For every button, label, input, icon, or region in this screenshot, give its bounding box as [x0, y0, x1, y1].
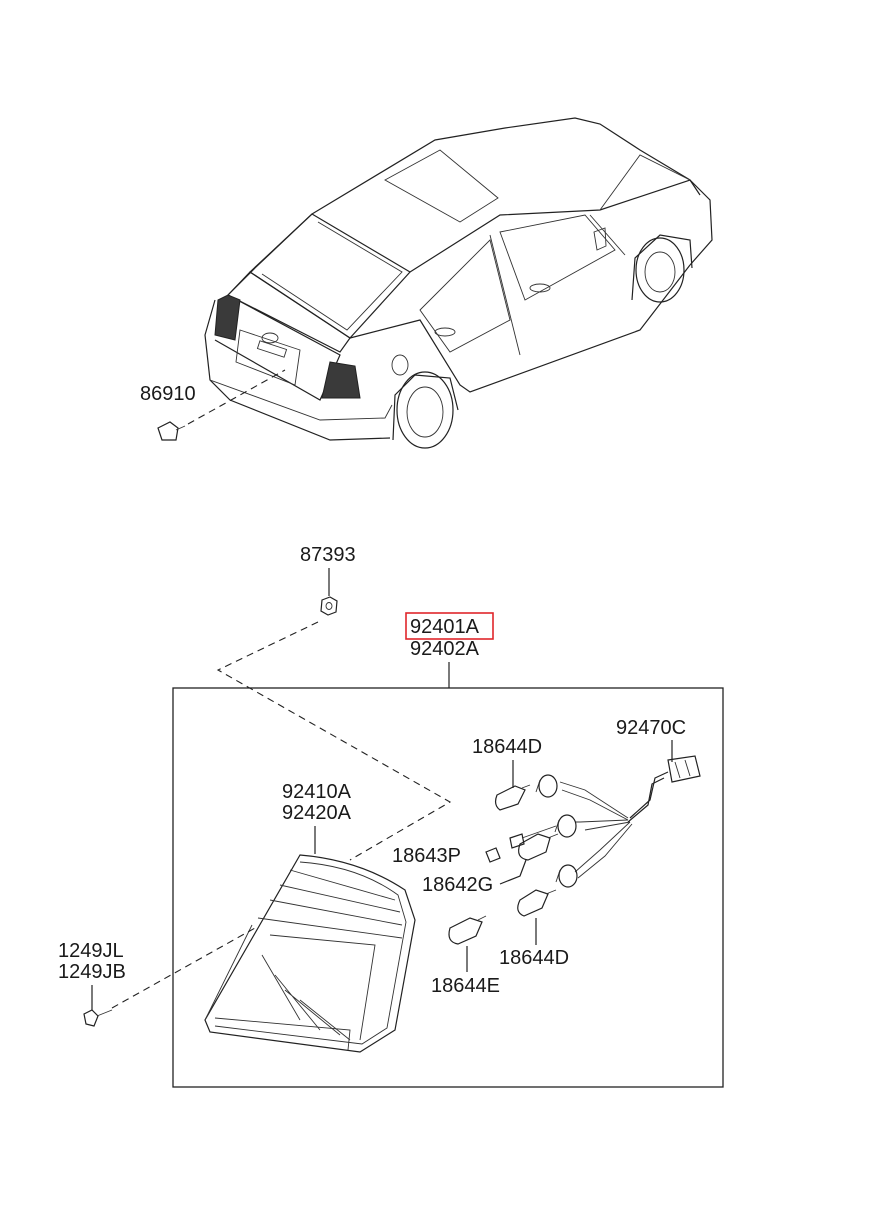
- bulb-18644D-bottom-icon: [517, 889, 557, 917]
- part-label-18644D-top[interactable]: 18644D: [472, 736, 542, 758]
- part-label-86910[interactable]: 86910: [140, 383, 196, 405]
- screw-1249JL-icon: [83, 1009, 113, 1027]
- part-label-1249JL[interactable]: 1249JL: [58, 940, 124, 962]
- leader-nut-to-lamp: [216, 621, 452, 861]
- bulb-18644D-top-icon: [494, 784, 531, 811]
- part-label-92410A[interactable]: 92410A: [282, 781, 352, 803]
- assembly-frame: [172, 687, 724, 1088]
- clip-86910-icon: [157, 421, 186, 441]
- part-label-92420A[interactable]: 92420A: [282, 802, 352, 824]
- nut-87393-icon: [320, 596, 338, 616]
- bulb-18642G-icon: [518, 833, 559, 861]
- part-label-18642G[interactable]: 18642G: [422, 874, 493, 896]
- leader-18642G: [499, 859, 527, 885]
- part-label-92402A[interactable]: 92402A: [410, 638, 480, 660]
- part-label-18644E[interactable]: 18644E: [431, 975, 500, 997]
- part-label-92401A[interactable]: 92401A: [410, 616, 480, 638]
- bulb-18643P-icon: [485, 825, 557, 863]
- part-label-1249JB[interactable]: 1249JB: [58, 961, 126, 983]
- car-illustration: [204, 117, 713, 449]
- leader-screw-to-lamp: [111, 927, 256, 1009]
- tail-lamp-lens-icon: [204, 854, 416, 1053]
- leader-86910: [187, 369, 286, 425]
- part-label-18643P[interactable]: 18643P: [392, 845, 461, 867]
- bulb-18644E-icon: [448, 915, 487, 945]
- highlight-box: [405, 612, 494, 640]
- wiring-harness-icon: [535, 755, 701, 888]
- part-label-92470C[interactable]: 92470C: [616, 717, 686, 739]
- part-label-87393[interactable]: 87393: [300, 544, 356, 566]
- part-label-18644D-bottom[interactable]: 18644D: [499, 947, 569, 969]
